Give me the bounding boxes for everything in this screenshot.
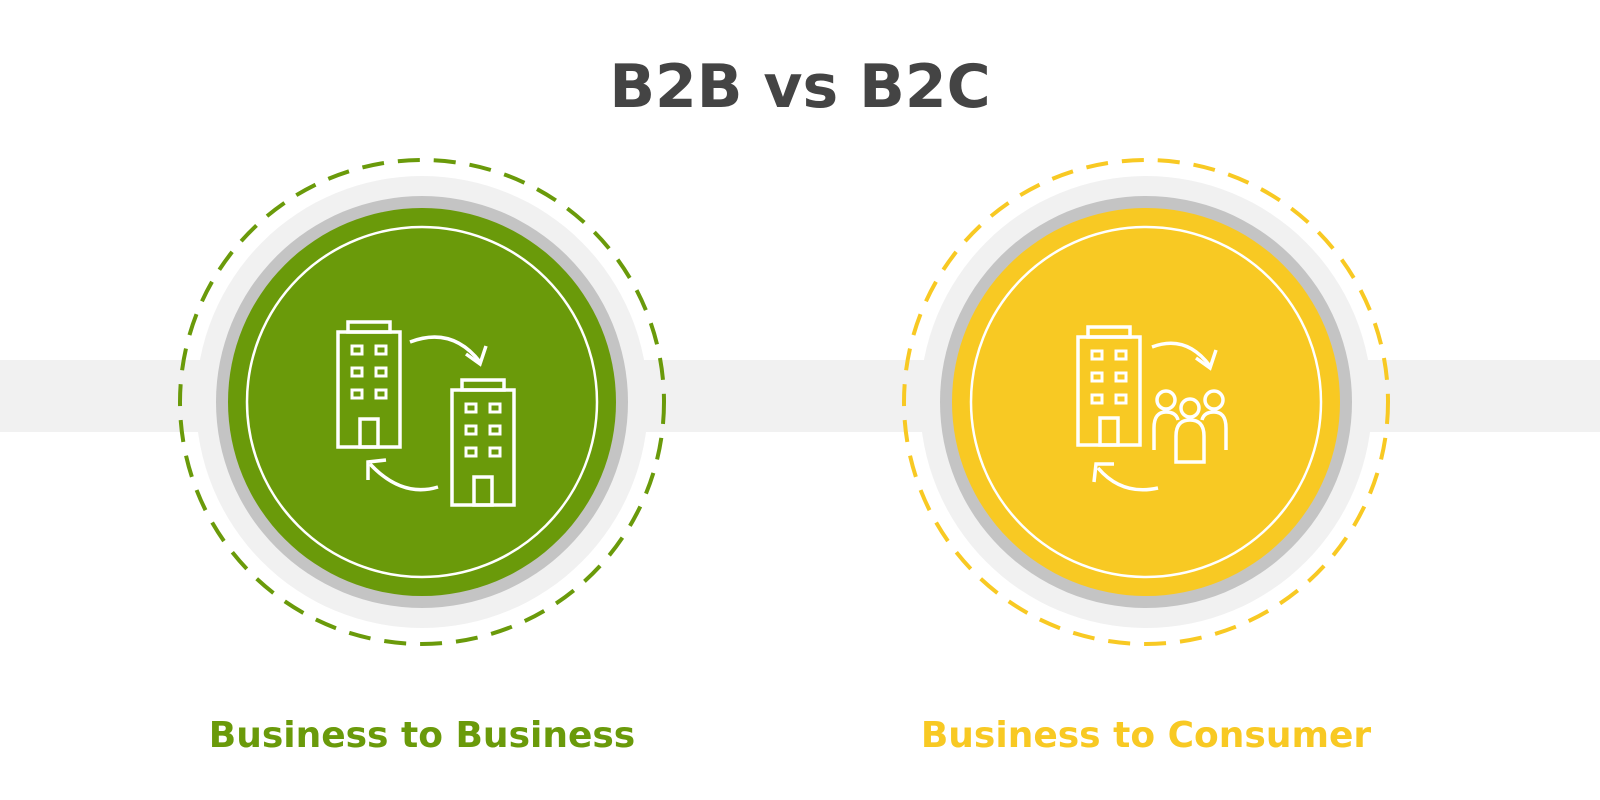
b2c-badge [902, 158, 1390, 646]
building-exchange-icon [336, 320, 516, 507]
b2b-badge [178, 158, 666, 646]
building-to-people-icon [1076, 325, 1228, 492]
page-title: B2B vs B2C [609, 52, 990, 122]
b2b-label: Business to Business [209, 715, 635, 756]
b2c-label: Business to Consumer [921, 715, 1372, 756]
